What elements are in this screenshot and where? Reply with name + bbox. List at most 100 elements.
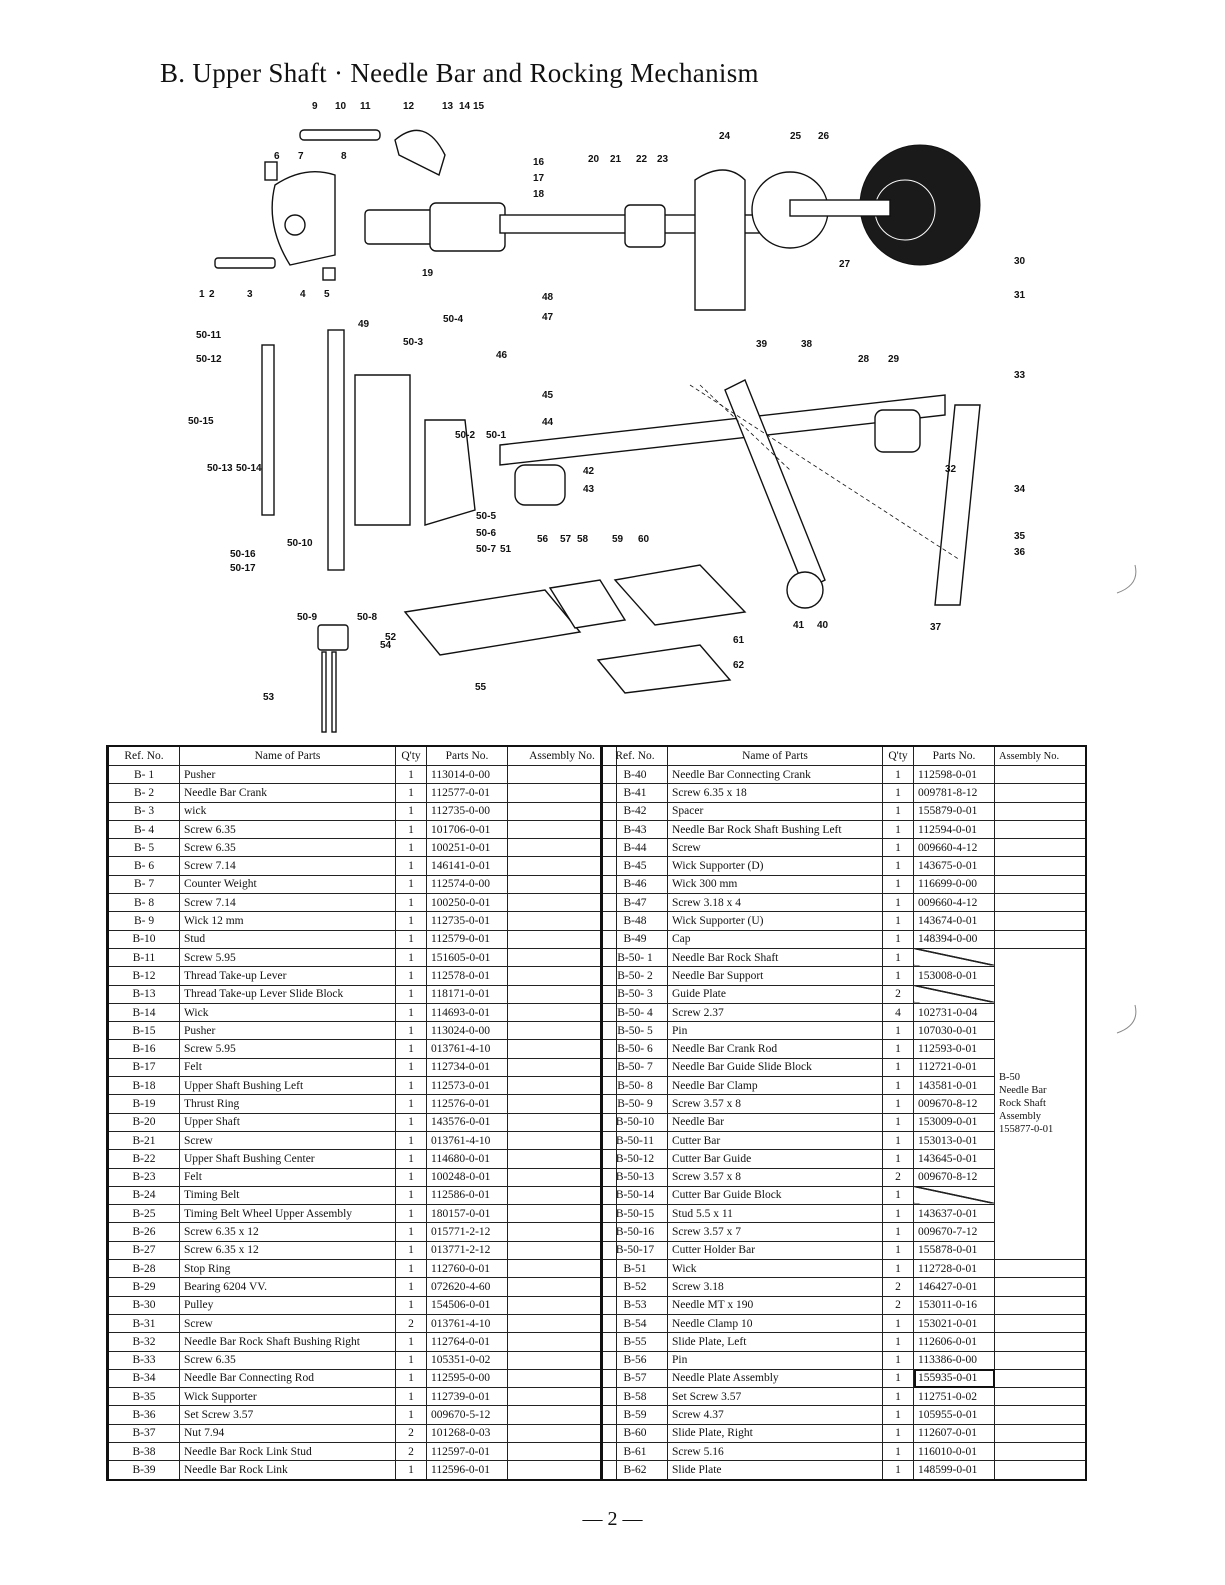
qty-cell: 1 — [882, 1441, 914, 1462]
ref-cell: B-50-15 — [601, 1204, 668, 1224]
callout-18: 18 — [533, 189, 545, 200]
name-cell: Screw 6.35 — [179, 819, 396, 840]
header-qty: Q'ty — [395, 745, 427, 766]
name-cell: Cutter Bar Guide — [667, 1149, 883, 1169]
qty-cell: 1 — [395, 1368, 427, 1389]
name-cell: Needle Bar Rock Link — [179, 1460, 396, 1481]
assembly-no-cell — [994, 893, 1087, 913]
ref-cell: B-53 — [601, 1295, 668, 1315]
callout-30: 30 — [1014, 256, 1026, 267]
ref-cell: B- 3 — [107, 801, 180, 821]
name-cell: Wick Supporter — [179, 1387, 396, 1407]
ref-cell: B-51 — [601, 1259, 668, 1279]
parts-no-cell: 013761-4-10 — [426, 1130, 508, 1151]
parts-no-cell: 155879-0-01 — [913, 801, 995, 821]
name-cell: Screw 6.35 — [179, 1350, 396, 1370]
parts-no-cell: 009660-4-12 — [913, 838, 995, 858]
callout-44: 44 — [542, 417, 554, 428]
name-cell: Screw 6.35 x 12 — [179, 1240, 396, 1261]
callout-14: 14 — [459, 101, 471, 112]
callout-15: 15 — [473, 101, 485, 112]
parts-no-cell: 113014-0-00 — [426, 764, 508, 785]
assembly-no-cell: B-50 Needle Bar Rock Shaft Assembly 1558… — [994, 947, 1087, 1261]
ref-cell: B- 4 — [107, 819, 180, 840]
qty-cell: 1 — [882, 929, 914, 949]
parts-no-cell: 009670-8-12 — [913, 1094, 995, 1114]
parts-no-cell: 112739-0-01 — [426, 1387, 508, 1407]
parts-no-cell: 112594-0-01 — [913, 819, 995, 840]
callout-49: 49 — [358, 319, 370, 330]
parts-no-cell: 112578-0-01 — [426, 966, 508, 986]
ref-cell: B-50- 6 — [601, 1039, 668, 1059]
ref-cell: B-24 — [107, 1185, 180, 1206]
name-cell: Upper Shaft — [179, 1112, 396, 1132]
qty-cell: 2 — [882, 1295, 914, 1315]
ref-cell: B-42 — [601, 801, 668, 821]
qty-cell: 1 — [395, 856, 427, 876]
qty-cell: 1 — [882, 1332, 914, 1352]
name-cell: Screw 5.95 — [179, 947, 396, 968]
assembly-b50-parts-no: 155877-0-01 — [999, 1124, 1054, 1136]
callout-11: 11 — [360, 101, 371, 112]
ref-cell: B-39 — [107, 1460, 180, 1481]
qty-cell: 1 — [395, 1167, 427, 1187]
callout-50-16: 50-16 — [230, 549, 256, 560]
name-cell: Screw 3.57 x 8 — [667, 1094, 883, 1114]
assembly-b50-label: B-50 Needle Bar Rock Shaft Assembly 1558… — [999, 1071, 1081, 1136]
callout-50-6: 50-6 — [476, 528, 496, 539]
name-cell: Wick Supporter (U) — [667, 911, 883, 931]
ref-cell: B-50- 5 — [601, 1021, 668, 1041]
callout-55: 55 — [475, 682, 487, 693]
parts-no-cell: 148394-0-00 — [913, 929, 995, 949]
name-cell: Thread Take-up Lever Slide Block — [179, 984, 396, 1004]
callout-43: 43 — [583, 484, 595, 495]
callout-50-10: 50-10 — [287, 538, 313, 549]
callout-59: 59 — [612, 534, 624, 545]
name-cell: Screw 6.35 x 12 — [179, 1222, 396, 1242]
ref-cell: B-10 — [107, 929, 180, 949]
ref-cell: B-19 — [107, 1094, 180, 1114]
header-parts-no: Parts No. — [913, 745, 995, 766]
parts-no-cell: 113024-0-00 — [426, 1021, 508, 1041]
header-ref-no: Ref. No. — [601, 745, 668, 766]
header-assembly-no: Assembly No. — [507, 745, 617, 766]
parts-no-cell: 113386-0-00 — [913, 1350, 995, 1370]
ref-cell: B- 2 — [107, 783, 180, 803]
parts-no-cell: 105351-0-02 — [426, 1350, 508, 1370]
callout-16: 16 — [533, 157, 545, 168]
parts-no-cell: 112595-0-00 — [426, 1368, 508, 1389]
qty-cell: 1 — [882, 1350, 914, 1370]
name-cell: Screw 3.57 x 7 — [667, 1222, 883, 1242]
callout-17: 17 — [533, 173, 545, 184]
callout-28: 28 — [858, 354, 870, 365]
name-cell: Felt — [179, 1167, 396, 1187]
callout-58: 58 — [577, 534, 589, 545]
name-cell: Bearing 6204 VV. — [179, 1277, 396, 1297]
assembly-no-cell — [994, 1259, 1087, 1279]
assembly-no-cell — [994, 838, 1087, 858]
name-cell: Wick 300 mm — [667, 874, 883, 895]
parts-no-cell: 112574-0-00 — [426, 874, 508, 895]
parts-no-cell: 116699-0-00 — [913, 874, 995, 895]
assembly-no-cell — [994, 1313, 1087, 1334]
ref-cell: B-60 — [601, 1423, 668, 1443]
callout-12: 12 — [403, 101, 415, 112]
parts-no-cell: 143675-0-01 — [913, 856, 995, 876]
name-cell: Screw 2.37 — [667, 1002, 883, 1023]
callout-50-1: 50-1 — [486, 430, 506, 441]
qty-cell: 2 — [882, 1277, 914, 1297]
qty-cell: 1 — [882, 1039, 914, 1059]
